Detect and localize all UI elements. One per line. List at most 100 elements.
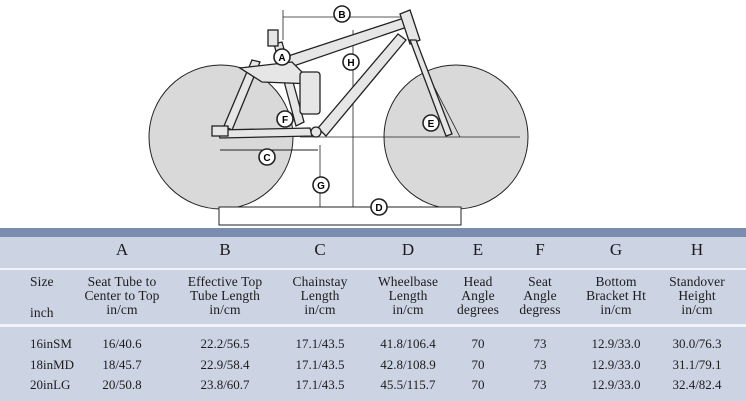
table-cell: 17.1/43.5 — [295, 357, 345, 372]
header-line: in/cm — [600, 302, 632, 318]
header-line: Wheelbase — [377, 274, 439, 289]
bottom-bracket — [310, 126, 322, 138]
callout-e: E — [422, 114, 440, 132]
header-line: Chainstay — [292, 274, 348, 289]
header-line: Length — [388, 288, 428, 304]
svg-text:D: D — [375, 203, 382, 214]
shock — [299, 71, 321, 115]
table-cell: 22.9/58.4 — [200, 357, 250, 372]
table-cell: 18/45.7 — [102, 357, 142, 372]
header-standover: Standover Height in/cm — [657, 274, 737, 318]
header-line: Seat — [528, 274, 552, 289]
table-cell: 73 — [533, 357, 547, 372]
table-cell: 70 — [471, 377, 485, 392]
table-cell: 30.0/76.3 — [672, 336, 722, 351]
callout-c: C — [258, 148, 276, 166]
header-bottom-bracket: Bottom Bracket Ht in/cm — [576, 274, 656, 318]
col-letter-a: A — [115, 240, 129, 259]
header-line: in/cm — [392, 302, 424, 318]
table-cell: 70 — [471, 336, 485, 351]
header-line: Seat Tube to — [87, 274, 157, 289]
geometry-table: A B C D E F G H Size inch Seat Tube to C… — [0, 228, 746, 401]
header-line: Bracket Ht — [586, 288, 646, 304]
header-line: degress — [519, 302, 561, 318]
col-letter-h: H — [690, 240, 704, 259]
header-line: Length — [300, 288, 340, 304]
table-cell: 12.9/33.0 — [591, 377, 641, 392]
header-wheelbase: Wheelbase Length in/cm — [368, 274, 448, 318]
header-seat-tube: Seat Tube to Center to Top in/cm — [72, 274, 172, 318]
svg-text:E: E — [428, 119, 435, 130]
callout-h: H — [342, 53, 360, 71]
header-line: in/cm — [209, 302, 241, 318]
rear-stay — [223, 59, 261, 131]
svg-text:B: B — [338, 10, 345, 21]
header-top-tube: Effective Top Tube Length in/cm — [170, 274, 280, 318]
header-line: Height — [678, 288, 716, 304]
header-line: in/cm — [106, 302, 138, 318]
table-cell: 45.5/115.7 — [380, 377, 436, 392]
row-size: 16inSM — [30, 336, 72, 351]
header-line: Angle — [461, 288, 495, 304]
down-tube — [317, 33, 407, 137]
row-size: 20inLG — [30, 377, 71, 392]
callout-g: G — [312, 176, 330, 194]
table-cell: 20/50.8 — [102, 377, 142, 392]
header-divider — [0, 268, 746, 270]
callout-b: B — [333, 5, 351, 23]
fork — [409, 39, 453, 137]
table-cell: 31.1/79.1 — [672, 357, 722, 372]
svg-text:G: G — [317, 181, 325, 192]
table-cell: 23.8/60.7 — [200, 377, 250, 392]
bike-geometry-diagram: A B C D E F G H — [148, 5, 529, 226]
unit-label: inch — [30, 305, 54, 320]
col-letter-b: B — [219, 240, 231, 259]
callout-a: A — [273, 48, 291, 66]
header-head-angle: Head Angle degrees — [448, 274, 508, 318]
table-cell: 41.8/106.4 — [380, 336, 436, 351]
header-line: Standover — [669, 274, 725, 289]
col-letter-c: C — [314, 240, 326, 259]
col-letter-f: F — [535, 240, 545, 259]
seat-post — [267, 29, 279, 47]
head-tube — [399, 9, 421, 45]
table-cell: 16/40.6 — [102, 336, 142, 351]
col-letter-g: G — [609, 240, 623, 259]
header-line: in/cm — [304, 302, 336, 318]
header-line: Tube Length — [190, 288, 260, 304]
table-cell: 73 — [533, 377, 547, 392]
callout-d: D — [370, 198, 388, 216]
header-line: Center to Top — [84, 288, 160, 304]
svg-text:F: F — [282, 115, 288, 126]
values-divider — [0, 324, 746, 327]
svg-text:A: A — [278, 53, 285, 64]
svg-text:H: H — [347, 58, 354, 69]
header-line: Bottom — [595, 274, 637, 289]
col-letter-e: E — [472, 240, 484, 259]
table-cell: 17.1/43.5 — [295, 336, 345, 351]
header-line: in/cm — [681, 302, 713, 318]
table-top-band — [0, 228, 746, 237]
col-letter-d: D — [401, 240, 415, 259]
header-line: degrees — [457, 302, 499, 318]
size-label: Size — [30, 274, 54, 289]
table-cell: 73 — [533, 336, 547, 351]
table-cell: 12.9/33.0 — [591, 336, 641, 351]
callout-f: F — [276, 110, 294, 128]
wheelbase-bar — [218, 206, 462, 226]
table-cell: 42.8/108.9 — [380, 357, 436, 372]
table-cell: 32.4/82.4 — [672, 377, 722, 392]
row-size: 18inMD — [30, 357, 75, 372]
header-seat-angle: Seat Angle degress — [510, 274, 570, 318]
svg-text:C: C — [263, 153, 270, 164]
header-line: Head — [463, 274, 493, 289]
chainstay — [217, 127, 313, 139]
table-cell: 12.9/33.0 — [591, 357, 641, 372]
table-cell: 17.1/43.5 — [295, 377, 345, 392]
header-chainstay: Chainstay Length in/cm — [280, 274, 360, 318]
header-line: Effective Top — [187, 274, 263, 289]
table-cell: 70 — [471, 357, 485, 372]
rear-dropout — [211, 125, 229, 137]
table-cell: 22.2/56.5 — [200, 336, 250, 351]
header-line: Angle — [523, 288, 557, 304]
